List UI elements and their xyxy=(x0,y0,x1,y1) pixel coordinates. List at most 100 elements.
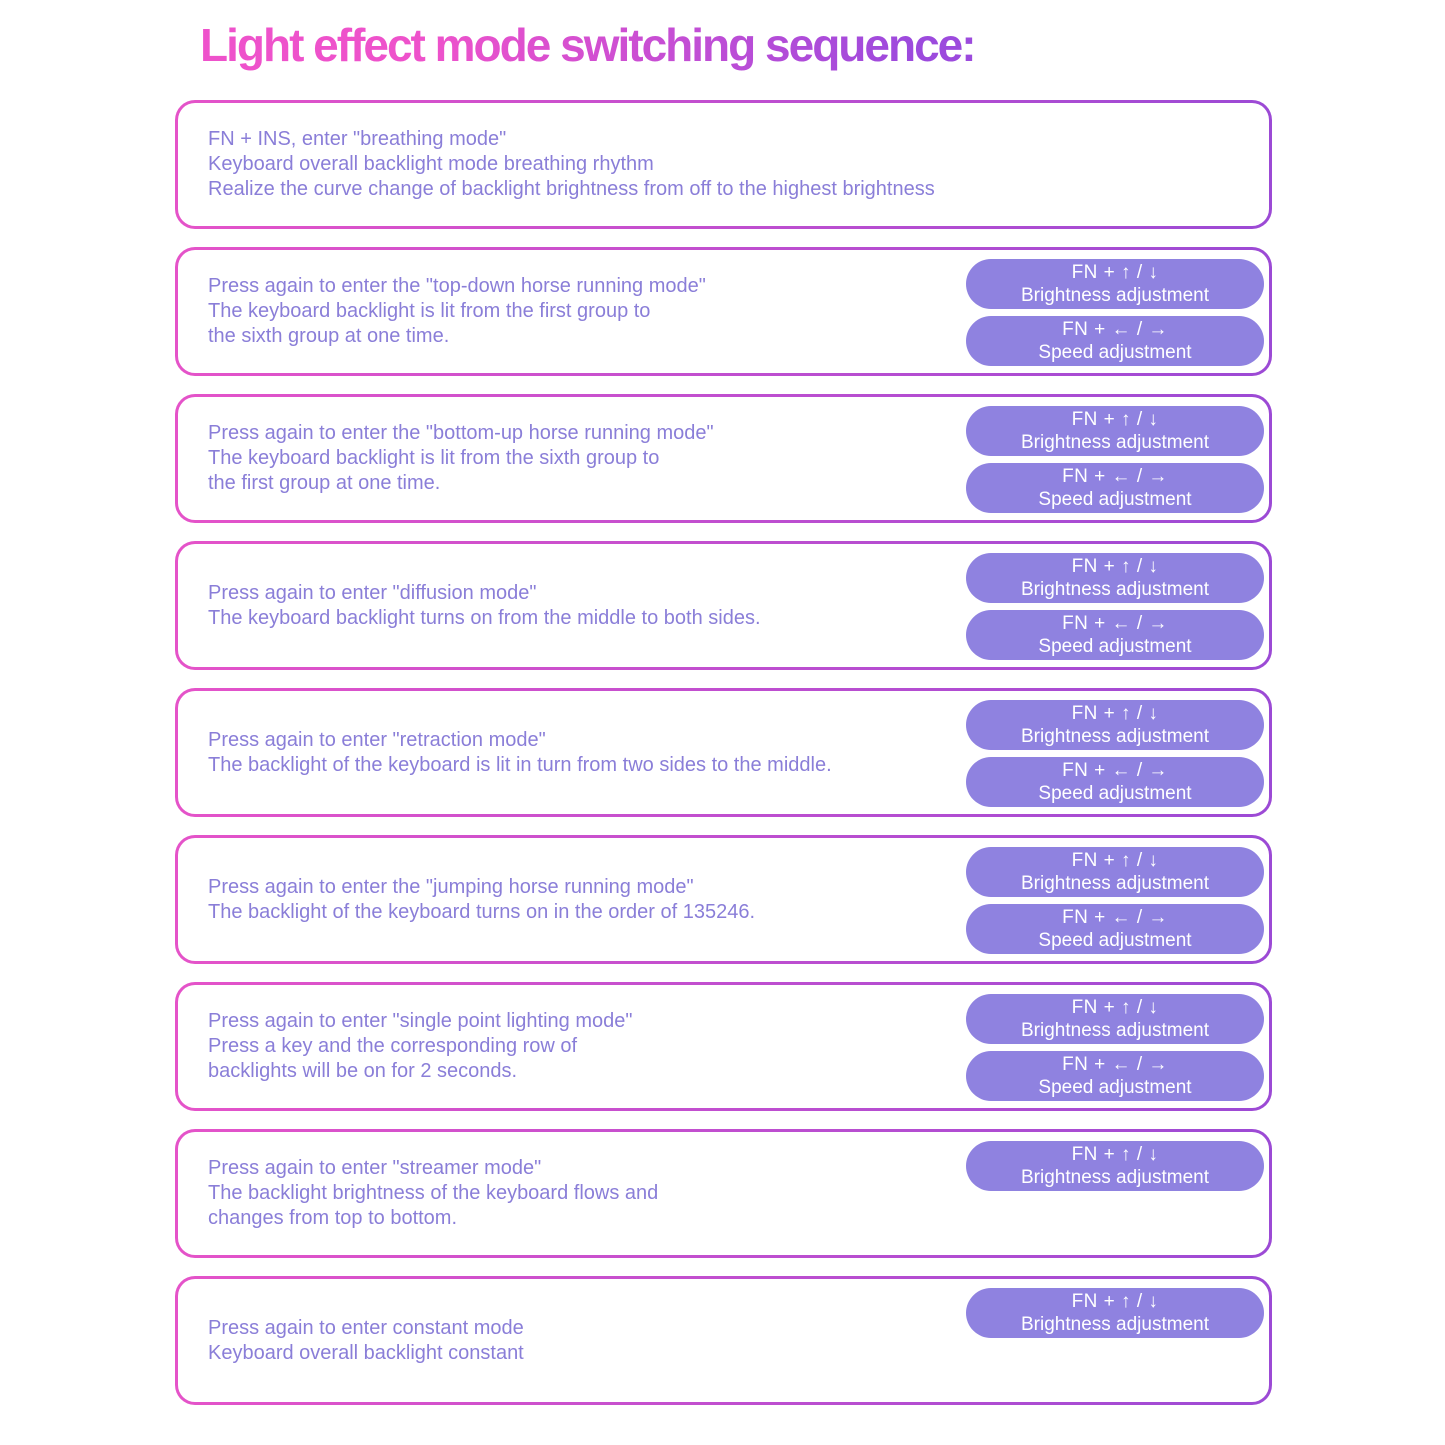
shortcut-label: Brightness adjustment xyxy=(1021,285,1209,306)
mode-description-line: backlights will be on for 2 seconds. xyxy=(208,1060,518,1082)
mode-card-inner: Press again to enter the "bottom-up hors… xyxy=(178,397,1269,520)
mode-description-line: FN + INS, enter "breathing mode" xyxy=(208,128,507,150)
brightness-shortcut-pill: FN + ↑ / ↓Brightness adjustment xyxy=(966,406,1264,456)
shortcut-keys: FN + ↑ / ↓ xyxy=(1071,409,1159,430)
brightness-shortcut-pill: FN + ↑ / ↓Brightness adjustment xyxy=(966,553,1264,603)
shortcut-label: Brightness adjustment xyxy=(1021,1020,1209,1041)
mode-description-line: The backlight brightness of the keyboard… xyxy=(208,1182,659,1204)
shortcut-keys: FN + ↑ / ↓ xyxy=(1071,850,1159,871)
shortcut-label: Speed adjustment xyxy=(1038,1077,1192,1098)
shortcut-keys: FN + ← / → xyxy=(1062,613,1168,634)
mode-description-line: Press again to enter the "bottom-up hors… xyxy=(208,422,714,444)
mode-description-line: The keyboard backlight is lit from the f… xyxy=(208,300,651,322)
mode-description-line: Press again to enter "retraction mode" xyxy=(208,728,546,751)
shortcut-keys: FN + ← / → xyxy=(1062,1054,1168,1075)
speed-shortcut-pill: FN + ← / →Speed adjustment xyxy=(966,757,1264,807)
mode-description-line: Press again to enter "single point light… xyxy=(208,1010,633,1032)
shortcut-label: Speed adjustment xyxy=(1038,636,1192,657)
mode-card-inner: Press again to enter "diffusion mode"The… xyxy=(178,544,1269,667)
mode-description-line: Keyboard overall backlight mode breathin… xyxy=(208,153,654,175)
mode-card: Press again to enter "streamer mode" The … xyxy=(175,1129,1272,1258)
mode-card-inner: Press again to enter the "top-down horse… xyxy=(178,250,1269,373)
mode-description: Press again to enter "diffusion mode"The… xyxy=(178,581,761,631)
mode-card: Press again to enter the "top-down horse… xyxy=(175,247,1272,376)
mode-description-line: changes from top to bottom. xyxy=(208,1207,458,1229)
shortcut-keys: FN + ↑ / ↓ xyxy=(1071,703,1159,724)
mode-description-line: The keyboard backlight is lit from the s… xyxy=(208,447,660,469)
speed-shortcut-pill: FN + ← / →Speed adjustment xyxy=(966,316,1264,366)
brightness-shortcut-pill: FN + ↑ / ↓Brightness adjustment xyxy=(966,259,1264,309)
mode-description: Press again to enter "streamer mode" The … xyxy=(178,1156,658,1231)
shortcut-button-group: FN + ↑ / ↓Brightness adjustment FN + ← / … xyxy=(966,691,1269,814)
mode-card-inner: FN + INS, enter "breathing mode" Keyboard… xyxy=(178,103,1269,226)
shortcut-button-group: FN + ↑ / ↓Brightness adjustment xyxy=(966,1279,1269,1402)
shortcut-label: Brightness adjustment xyxy=(1021,432,1209,453)
brightness-shortcut-pill: FN + ↑ / ↓Brightness adjustment xyxy=(966,1288,1264,1338)
shortcut-keys: FN + ↑ / ↓ xyxy=(1071,556,1159,577)
mode-card: Press again to enter "single point light… xyxy=(175,982,1272,1111)
mode-card: FN + INS, enter "breathing mode" Keyboard… xyxy=(175,100,1272,229)
mode-description: Press again to enter "single point light… xyxy=(178,1009,632,1084)
mode-description-line: Press again to enter the "top-down horse… xyxy=(208,275,706,297)
shortcut-button-group: FN + ↑ / ↓Brightness adjustment xyxy=(966,1132,1269,1255)
shortcut-keys: FN + ↑ / ↓ xyxy=(1071,1291,1159,1312)
brightness-shortcut-pill: FN + ↑ / ↓Brightness adjustment xyxy=(966,1141,1264,1191)
shortcut-keys: FN + ↑ / ↓ xyxy=(1071,262,1159,283)
shortcut-label: Speed adjustment xyxy=(1038,342,1192,363)
mode-card: Press again to enter "retraction mode"Th… xyxy=(175,688,1272,817)
speed-shortcut-pill: FN + ← / →Speed adjustment xyxy=(966,1051,1264,1101)
mode-description-line: The keyboard backlight turns on from the… xyxy=(208,606,761,629)
mode-description: Press again to enter the "jumping horse … xyxy=(178,875,755,925)
mode-description-line: Press a key and the corresponding row of xyxy=(208,1035,578,1057)
mode-card-inner: Press again to enter the "jumping horse … xyxy=(178,838,1269,961)
mode-description-line: Keyboard overall backlight constant xyxy=(208,1341,524,1364)
mode-description-line: Press again to enter "streamer mode" xyxy=(208,1157,542,1179)
shortcut-label: Speed adjustment xyxy=(1038,930,1192,951)
mode-description-line: Press again to enter "diffusion mode" xyxy=(208,581,537,604)
brightness-shortcut-pill: FN + ↑ / ↓Brightness adjustment xyxy=(966,847,1264,897)
speed-shortcut-pill: FN + ← / →Speed adjustment xyxy=(966,904,1264,954)
page-title: Light effect mode switching sequence: xyxy=(200,19,977,71)
shortcut-button-group: FN + ↑ / ↓Brightness adjustment FN + ← / … xyxy=(966,838,1269,961)
shortcut-keys: FN + ← / → xyxy=(1062,319,1168,340)
mode-card: Press again to enter "diffusion mode"The… xyxy=(175,541,1272,670)
shortcut-keys: FN + ↑ / ↓ xyxy=(1071,1144,1159,1165)
mode-card-inner: Press again to enter "streamer mode" The … xyxy=(178,1132,1269,1255)
mode-description-line: The backlight of the keyboard is lit in … xyxy=(208,753,832,776)
shortcut-button-group: FN + ↑ / ↓Brightness adjustment FN + ← / … xyxy=(966,985,1269,1108)
shortcut-keys: FN + ← / → xyxy=(1062,907,1168,928)
shortcut-button-group: FN + ↑ / ↓Brightness adjustment FN + ← / … xyxy=(966,544,1269,667)
shortcut-label: Speed adjustment xyxy=(1038,783,1192,804)
mode-description: FN + INS, enter "breathing mode" Keyboard… xyxy=(178,127,935,202)
shortcut-label: Brightness adjustment xyxy=(1021,1314,1209,1335)
brightness-shortcut-pill: FN + ↑ / ↓Brightness adjustment xyxy=(966,994,1264,1044)
mode-description: Press again to enter the "top-down horse… xyxy=(178,274,706,349)
mode-card-inner: Press again to enter "single point light… xyxy=(178,985,1269,1108)
shortcut-keys: FN + ↑ / ↓ xyxy=(1071,997,1159,1018)
shortcut-keys: FN + ← / → xyxy=(1062,760,1168,781)
speed-shortcut-pill: FN + ← / →Speed adjustment xyxy=(966,463,1264,513)
mode-description: Press again to enter "retraction mode"Th… xyxy=(178,728,832,778)
mode-card: Press again to enter the "bottom-up hors… xyxy=(175,394,1272,523)
shortcut-label: Brightness adjustment xyxy=(1021,726,1209,747)
shortcut-keys: FN + ← / → xyxy=(1062,466,1168,487)
mode-description-line: the sixth group at one time. xyxy=(208,325,450,347)
mode-description-line: The backlight of the keyboard turns on i… xyxy=(208,900,756,923)
speed-shortcut-pill: FN + ← / →Speed adjustment xyxy=(966,610,1264,660)
shortcut-button-group: FN + ↑ / ↓Brightness adjustment FN + ← / … xyxy=(966,397,1269,520)
shortcut-label: Brightness adjustment xyxy=(1021,873,1209,894)
mode-description-line: Press again to enter the "jumping horse … xyxy=(208,875,694,898)
brightness-shortcut-pill: FN + ↑ / ↓Brightness adjustment xyxy=(966,700,1264,750)
mode-description-line: Realize the curve change of backlight br… xyxy=(208,178,935,200)
mode-card-inner: Press again to enter "retraction mode"Th… xyxy=(178,691,1269,814)
shortcut-label: Brightness adjustment xyxy=(1021,579,1209,600)
shortcut-label: Speed adjustment xyxy=(1038,489,1192,510)
mode-description: Press again to enter the "bottom-up hors… xyxy=(178,421,714,496)
mode-description-line: the first group at one time. xyxy=(208,472,441,494)
shortcut-button-group: FN + ↑ / ↓Brightness adjustment FN + ← / … xyxy=(966,250,1269,373)
shortcut-label: Brightness adjustment xyxy=(1021,1167,1209,1188)
